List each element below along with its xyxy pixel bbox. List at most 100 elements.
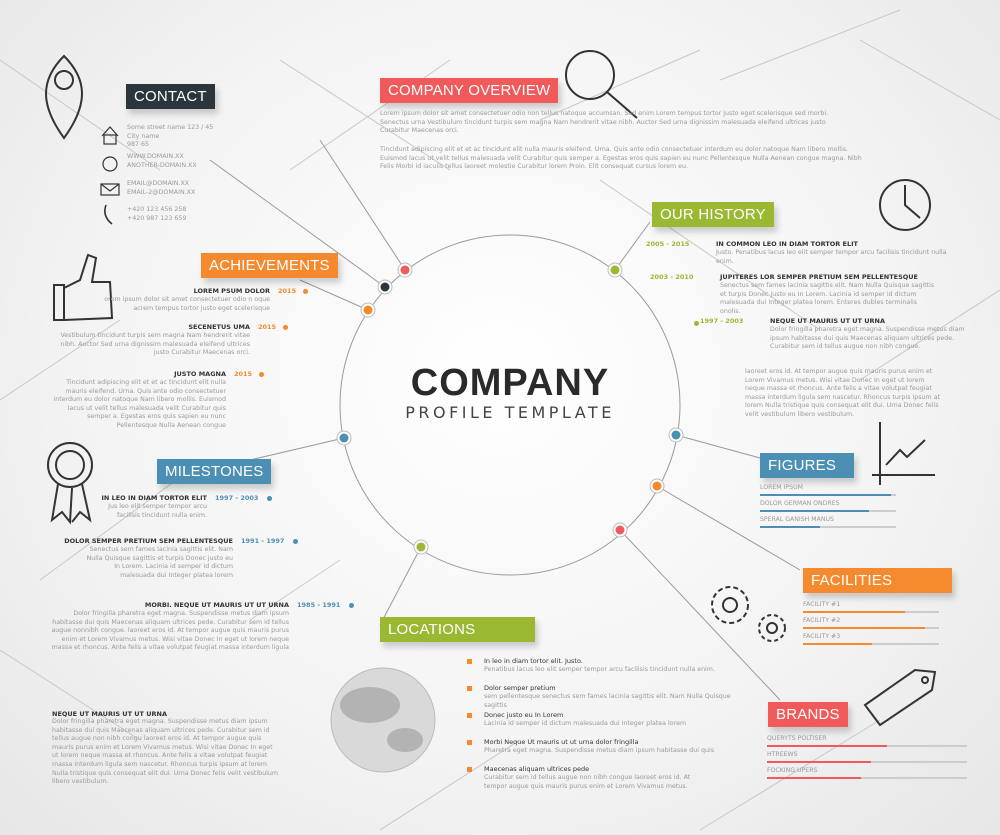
node-dot — [416, 542, 426, 552]
figures-bar-label: SPERAL GANISH MANUS — [760, 516, 834, 523]
history-text: Justo. Penatibus lacus leo elit semper t… — [716, 249, 947, 265]
contact-line: +420 123 456 258 — [127, 206, 187, 213]
company-overview-label: COMPANY OVERVIEW — [380, 78, 559, 103]
location-text: Penatibus lacus leo elit semper tempor a… — [484, 666, 715, 673]
node-dot — [652, 481, 662, 491]
node-dot — [400, 265, 410, 275]
brands-bar-fill — [767, 761, 871, 763]
facilities-bar-fill — [803, 643, 873, 645]
brands-bar-label: FOCKING UPERS — [767, 767, 818, 774]
page-title: COMPANY — [410, 362, 610, 404]
location-title: Morbi Neque Ut mauris ut ut urna dolor f… — [484, 738, 639, 746]
location-bullet — [467, 740, 472, 745]
figures-bar-label: LOREM IPSUM — [760, 484, 803, 491]
brands-bar-fill — [767, 745, 887, 747]
contact-line: City name — [127, 132, 160, 140]
bottom-left-block: NEQUE UT MAURIS UT UT URNA Dolor fringil… — [52, 710, 280, 787]
facilities-bar-track — [803, 611, 939, 613]
achievements-label: ACHIEVEMENTS — [201, 253, 338, 278]
achievement-text: orem ipsum dolor sit amet consectetuer o… — [104, 296, 270, 312]
achievement-dot — [283, 325, 288, 330]
milestone-title: DOLOR SEMPER PRETIUM SEM PELLENTESQUE — [64, 537, 233, 545]
node-dot — [610, 265, 620, 275]
node-dot — [339, 433, 349, 443]
brands-bar-track — [767, 761, 967, 763]
facilities-bar-track — [803, 627, 939, 629]
brands-bar-track — [767, 745, 967, 747]
location-text: Lacinia id semper id dictum malesuada du… — [484, 720, 687, 727]
location-title: Donec justo eu In Lorem — [484, 711, 564, 719]
history-title: JUPITERES LOR SEMPER PRETIUM SEM PELLENT… — [720, 273, 918, 281]
history-years: 1997 - 2003 — [700, 317, 744, 325]
location-bullet — [467, 659, 472, 664]
brands-bar-track — [767, 777, 967, 779]
location-title: Maecenas aliquam ultrices pede — [484, 765, 590, 773]
node-dot — [615, 525, 625, 535]
history-text: Senectus sem fames lacinia sagittis elit… — [720, 282, 935, 315]
overview-paragraph-2: Tincidunt adipiscing elit et et ac tinci… — [380, 146, 862, 171]
achievement-year: 2015 — [234, 370, 253, 378]
history-title: IN COMMON LEO IN DIAM TORTOR ELIT — [716, 240, 858, 248]
facilities-bar-track — [803, 643, 939, 645]
facilities-label: FACILITIES — [803, 568, 953, 593]
contact-line: EMAIL@DOMAIN.XX — [127, 180, 190, 187]
milestones-label: MILESTONES — [157, 459, 272, 484]
location-bullet — [467, 767, 472, 772]
node-dot — [363, 305, 373, 315]
location-title: Dolor semper pretium — [484, 684, 556, 692]
brands-label: BRANDS — [768, 702, 848, 727]
milestone-text: Dolor fringilla pharetra eget magna. Sus… — [51, 610, 289, 652]
achievement-year: 2015 — [258, 323, 277, 331]
figures-bar-fill — [760, 510, 869, 512]
contact-line: ANOTHER-DOMAIN.XX — [127, 161, 197, 169]
contact-line: WWW.DOMAIN.XX — [127, 153, 184, 160]
history-dot — [694, 321, 699, 326]
milestone-dot — [267, 496, 272, 501]
brands-bar-label: QUERYTS POLTISER — [767, 735, 827, 742]
contact-item: +420 123 456 258+420 987 123 659 — [127, 206, 237, 223]
locations-label: LOCATIONS — [380, 617, 536, 642]
milestone-years: 1985 - 1991 — [297, 601, 341, 609]
location-title: In leo in diam tortor elit. Justo. — [484, 657, 583, 665]
node-dot — [380, 282, 390, 292]
history-text: Dolor fringilla pharetra eget magna. Sus… — [770, 326, 965, 351]
facilities-bar-fill — [803, 611, 905, 613]
history-text-2: laoreet eros id. At tempor augue quis ma… — [745, 368, 940, 418]
history-years: 2005 - 2015 — [646, 240, 690, 248]
milestone-title: MORBI. NEQUE UT MAURIS UT UT URNA — [144, 601, 289, 609]
achievement-text: Tincidunt adipiscing elit et et ac tinci… — [53, 379, 226, 429]
achievement-text: Vestibulum tincidunt turpis sem magna Na… — [60, 332, 250, 357]
facilities-bar-label: FACILITY #2 — [803, 617, 841, 624]
milestone-text: Jus leo elit semper tempor arcu facilisi… — [108, 503, 207, 519]
contact-line: +420 987 123 659 — [127, 214, 187, 222]
location-bullet — [467, 713, 472, 718]
bottom-left-text: Dolor fringilla pharetra eget magna. Sus… — [52, 718, 278, 786]
achievement-title: LOREM PSUM DOLOR — [193, 287, 270, 295]
figures-bar-track — [760, 510, 896, 512]
location-bullet — [467, 686, 472, 691]
milestone-title: IN LEO IN DIAM TORTOR ELIT — [101, 494, 207, 502]
milestone-dot — [293, 539, 298, 544]
achievement-dot — [259, 372, 264, 377]
contact-line: 987 65 — [127, 141, 150, 149]
figures-label: FIGURES — [760, 453, 855, 478]
overview-paragraph-1: Lorem ipsum dolor sit amet consectetuer … — [380, 110, 829, 135]
contact-label: CONTACT — [126, 84, 215, 109]
facilities-bar-fill — [803, 627, 926, 629]
location-text: Pharetra eget magna. Suspendisse metus d… — [484, 747, 715, 754]
milestone-text: Senectus sem fames lacinia sagittis elit… — [86, 546, 233, 579]
history-title: NEQUE UT MAURIS UT UT URNA — [770, 317, 886, 325]
brands-bar-label: HTREEWS — [767, 751, 798, 758]
location-text: sem pellentesque senectus sem fames laci… — [484, 693, 731, 709]
location-text: Curabitur sem id tellus augue non nibh c… — [484, 774, 691, 790]
figures-bar-track — [760, 494, 896, 496]
figures-bar-track — [760, 526, 896, 528]
milestone-dot — [349, 603, 354, 608]
milestone-years: 1991 - 1997 — [241, 537, 285, 545]
figures-bar-fill — [760, 494, 891, 496]
achievement-title: SECENETUS UMA — [188, 323, 250, 331]
